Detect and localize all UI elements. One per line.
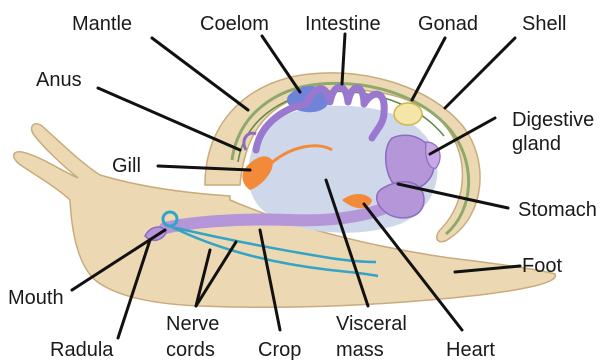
label-heart: Heart bbox=[446, 339, 495, 361]
pointer-shell bbox=[445, 38, 515, 108]
label-crop: Crop bbox=[258, 339, 301, 361]
label-nerve-cords-2: cords bbox=[166, 339, 215, 361]
label-gonad: Gonad bbox=[418, 13, 478, 35]
label-mouth: Mouth bbox=[8, 287, 64, 309]
label-gill: Gill bbox=[112, 155, 141, 177]
label-coelom: Coelom bbox=[200, 13, 269, 35]
pointer-anus bbox=[98, 88, 240, 150]
label-visceral-mass-1: Visceral bbox=[336, 313, 407, 335]
label-mantle: Mantle bbox=[72, 13, 132, 35]
pointer-gonad bbox=[412, 38, 445, 100]
pointer-mantle bbox=[152, 38, 248, 110]
label-foot: Foot bbox=[522, 255, 562, 277]
label-digestive-gland-1: Digestive bbox=[512, 109, 594, 131]
label-stomach: Stomach bbox=[518, 199, 597, 221]
label-visceral-mass-2: mass bbox=[336, 339, 384, 361]
label-radula: Radula bbox=[50, 339, 114, 361]
label-shell: Shell bbox=[522, 13, 566, 35]
label-intestine: Intestine bbox=[305, 13, 381, 35]
gonad bbox=[394, 103, 422, 125]
label-digestive-gland-2: gland bbox=[512, 133, 561, 155]
label-anus: Anus bbox=[36, 69, 82, 91]
label-nerve-cords-1: Nerve bbox=[166, 313, 219, 335]
